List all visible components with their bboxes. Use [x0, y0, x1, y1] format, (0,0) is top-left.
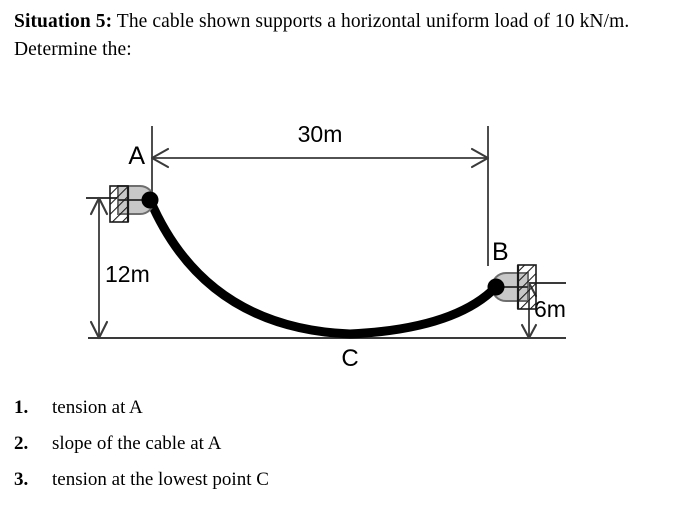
left-height-arrowhead-top	[89, 196, 109, 216]
statement-text: The cable shown supports a horizontal un…	[14, 11, 630, 60]
point-a-label: A	[128, 142, 145, 170]
task-number: 2.	[14, 433, 29, 454]
task-text: tension at A	[52, 397, 143, 418]
point-b-label: B	[492, 238, 509, 266]
task-item: 2. slope of the cable at A	[10, 434, 670, 470]
span-arrowhead-right	[470, 147, 490, 169]
support-b-pin	[487, 278, 505, 296]
span-arrowhead-left	[150, 147, 170, 169]
span-label: 30m	[298, 121, 343, 147]
right-height-arrowhead-bottom	[520, 323, 538, 340]
tasks-list: 1. tension at A 2. slope of the cable at…	[10, 398, 670, 506]
task-text: tension at the lowest point C	[52, 469, 269, 490]
task-text: slope of the cable at A	[52, 433, 222, 454]
task-item: 3. tension at the lowest point C	[10, 470, 670, 506]
cable-curve	[145, 195, 501, 339]
problem-statement: Situation 5: The cable shown supports a …	[14, 8, 654, 63]
support-b-wall	[517, 264, 537, 310]
task-number: 3.	[14, 469, 29, 490]
left-height-label: 12m	[105, 261, 150, 287]
point-c-label: C	[341, 345, 358, 372]
left-height-arrowhead-bottom	[89, 320, 109, 340]
cable-diagram: 30m A 12m 6m	[0, 96, 682, 386]
support-a-pin	[141, 191, 159, 209]
task-number: 1.	[14, 397, 29, 418]
task-item: 1. tension at A	[10, 398, 670, 434]
support-a-wall	[109, 185, 129, 223]
right-height-label: 6m	[534, 296, 566, 322]
situation-label: Situation 5:	[14, 11, 113, 32]
